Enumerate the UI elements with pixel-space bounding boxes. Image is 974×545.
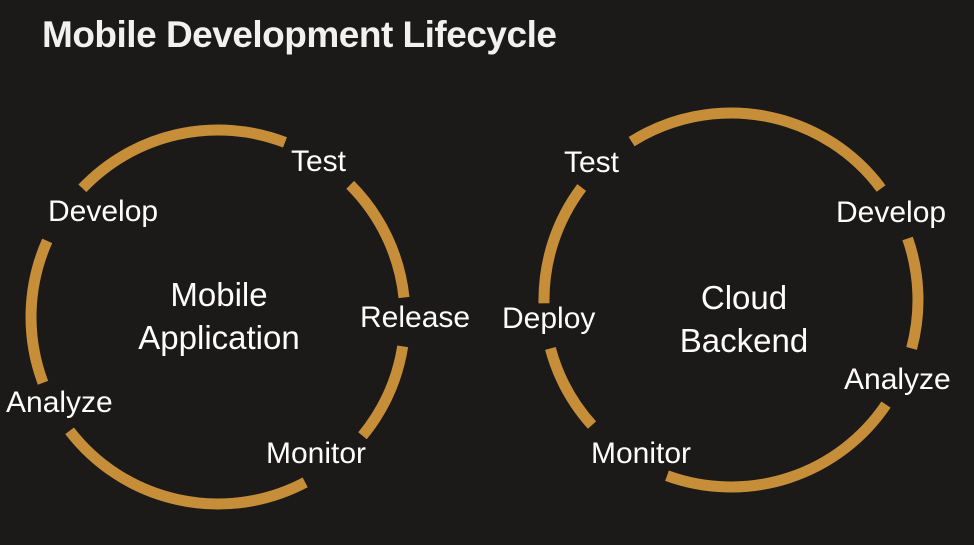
cycle-step-label: Analyze (844, 363, 951, 396)
cycle-arc-segment (545, 346, 597, 429)
cycle-step-label: Analyze (6, 386, 113, 419)
cycle-step-label: Deploy (502, 302, 596, 335)
cycle-arc-segment (538, 184, 587, 304)
cycle-step-label: Release (360, 301, 471, 334)
cycle-arc-segment (346, 180, 410, 299)
cycle-step-label: Monitor (266, 437, 367, 470)
cycle-center-label-line: Application (138, 319, 300, 356)
cycle-arc-segment (628, 107, 886, 192)
slide-title: Mobile Development Lifecycle (42, 14, 557, 55)
cycle-center-label-line: Mobile (170, 276, 268, 313)
cycle-step-label: Develop (836, 196, 947, 229)
cycle-step-label: Develop (48, 195, 159, 228)
cycle-center-label-line: Backend (679, 322, 809, 359)
cycle-center-label-line: Cloud (700, 279, 788, 316)
cycle-arc-segment (78, 124, 287, 193)
cycle-arc-segment (358, 345, 409, 440)
cycle-arc-segment (665, 401, 891, 493)
cycle-arc-segment (65, 427, 308, 510)
cycle-step-label: Test (564, 146, 620, 179)
cycle-step-label: Test (291, 145, 347, 178)
cycle-step-label: Monitor (591, 437, 692, 470)
cycle-arc-segment (25, 238, 53, 385)
cycle-arc-segment (902, 236, 924, 350)
